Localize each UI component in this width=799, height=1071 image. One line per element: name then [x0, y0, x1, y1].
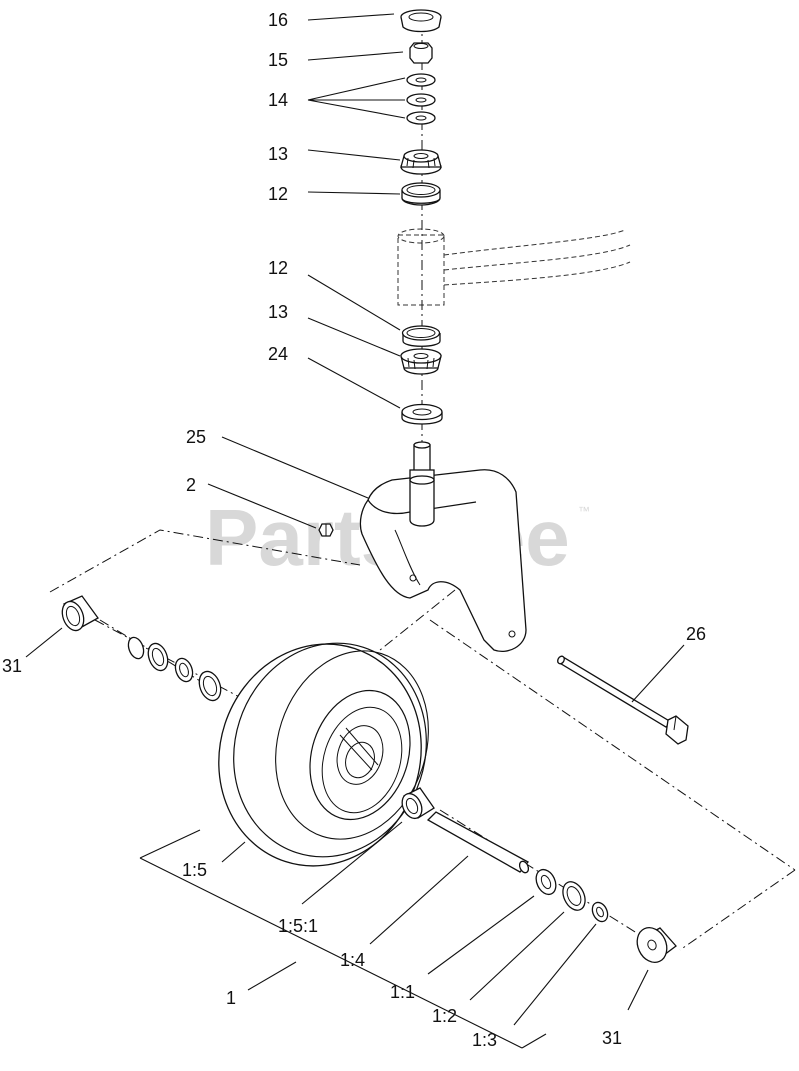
seal-24	[401, 403, 443, 425]
spacer-tube-1-4	[426, 811, 530, 874]
leader-lines	[25, 13, 685, 1049]
callout-15: 15	[268, 50, 288, 70]
grease-fitting-2	[318, 523, 334, 537]
spacer-31-left	[61, 595, 99, 632]
tapered-bearing-13-upper	[400, 149, 442, 175]
callout-1-5: 1:5	[182, 860, 207, 880]
callout-1-5-1: 1:5:1	[278, 916, 318, 936]
wheel-tire-assembly	[218, 642, 429, 867]
watermark-trademark: ™	[578, 504, 590, 518]
callout-13-upper: 13	[268, 144, 288, 164]
dust-cap-16	[400, 9, 442, 33]
bearing-cup-12-upper	[401, 182, 441, 206]
callout-1-2: 1:2	[432, 1006, 457, 1026]
axle-bolt-26	[556, 655, 689, 745]
callout-labels: 16 15 14 13 12 12 13 24 25 2 31 26 1:5 1…	[2, 10, 706, 1050]
callout-25: 25	[186, 427, 206, 447]
callout-12-lower: 12	[268, 258, 288, 278]
callout-1: 1	[226, 988, 236, 1008]
callout-16: 16	[268, 10, 288, 30]
bushing-1-5-1	[401, 787, 435, 820]
callout-1-1: 1:1	[390, 982, 415, 1002]
tapered-bearing-13-lower	[400, 348, 442, 375]
frame-tube-ghost	[397, 228, 631, 306]
right-wheel-bearings	[535, 868, 609, 923]
callout-24: 24	[268, 344, 288, 364]
callout-14: 14	[268, 90, 288, 110]
callout-26: 26	[686, 624, 706, 644]
callout-1-4: 1:4	[340, 950, 365, 970]
callout-31-left: 31	[2, 656, 22, 676]
spacer-31-right	[636, 926, 677, 964]
bearing-cup-12-lower	[401, 325, 441, 347]
callout-12-upper: 12	[268, 184, 288, 204]
phantom-lines	[49, 529, 796, 951]
left-wheel-bearings	[127, 636, 222, 702]
washers-14	[406, 73, 436, 125]
callout-2: 2	[186, 475, 196, 495]
callout-13-lower: 13	[268, 302, 288, 322]
nut-15	[409, 42, 433, 64]
callout-1-3: 1:3	[472, 1030, 497, 1050]
callout-31-right: 31	[602, 1028, 622, 1048]
caster-fork-25	[359, 441, 527, 652]
